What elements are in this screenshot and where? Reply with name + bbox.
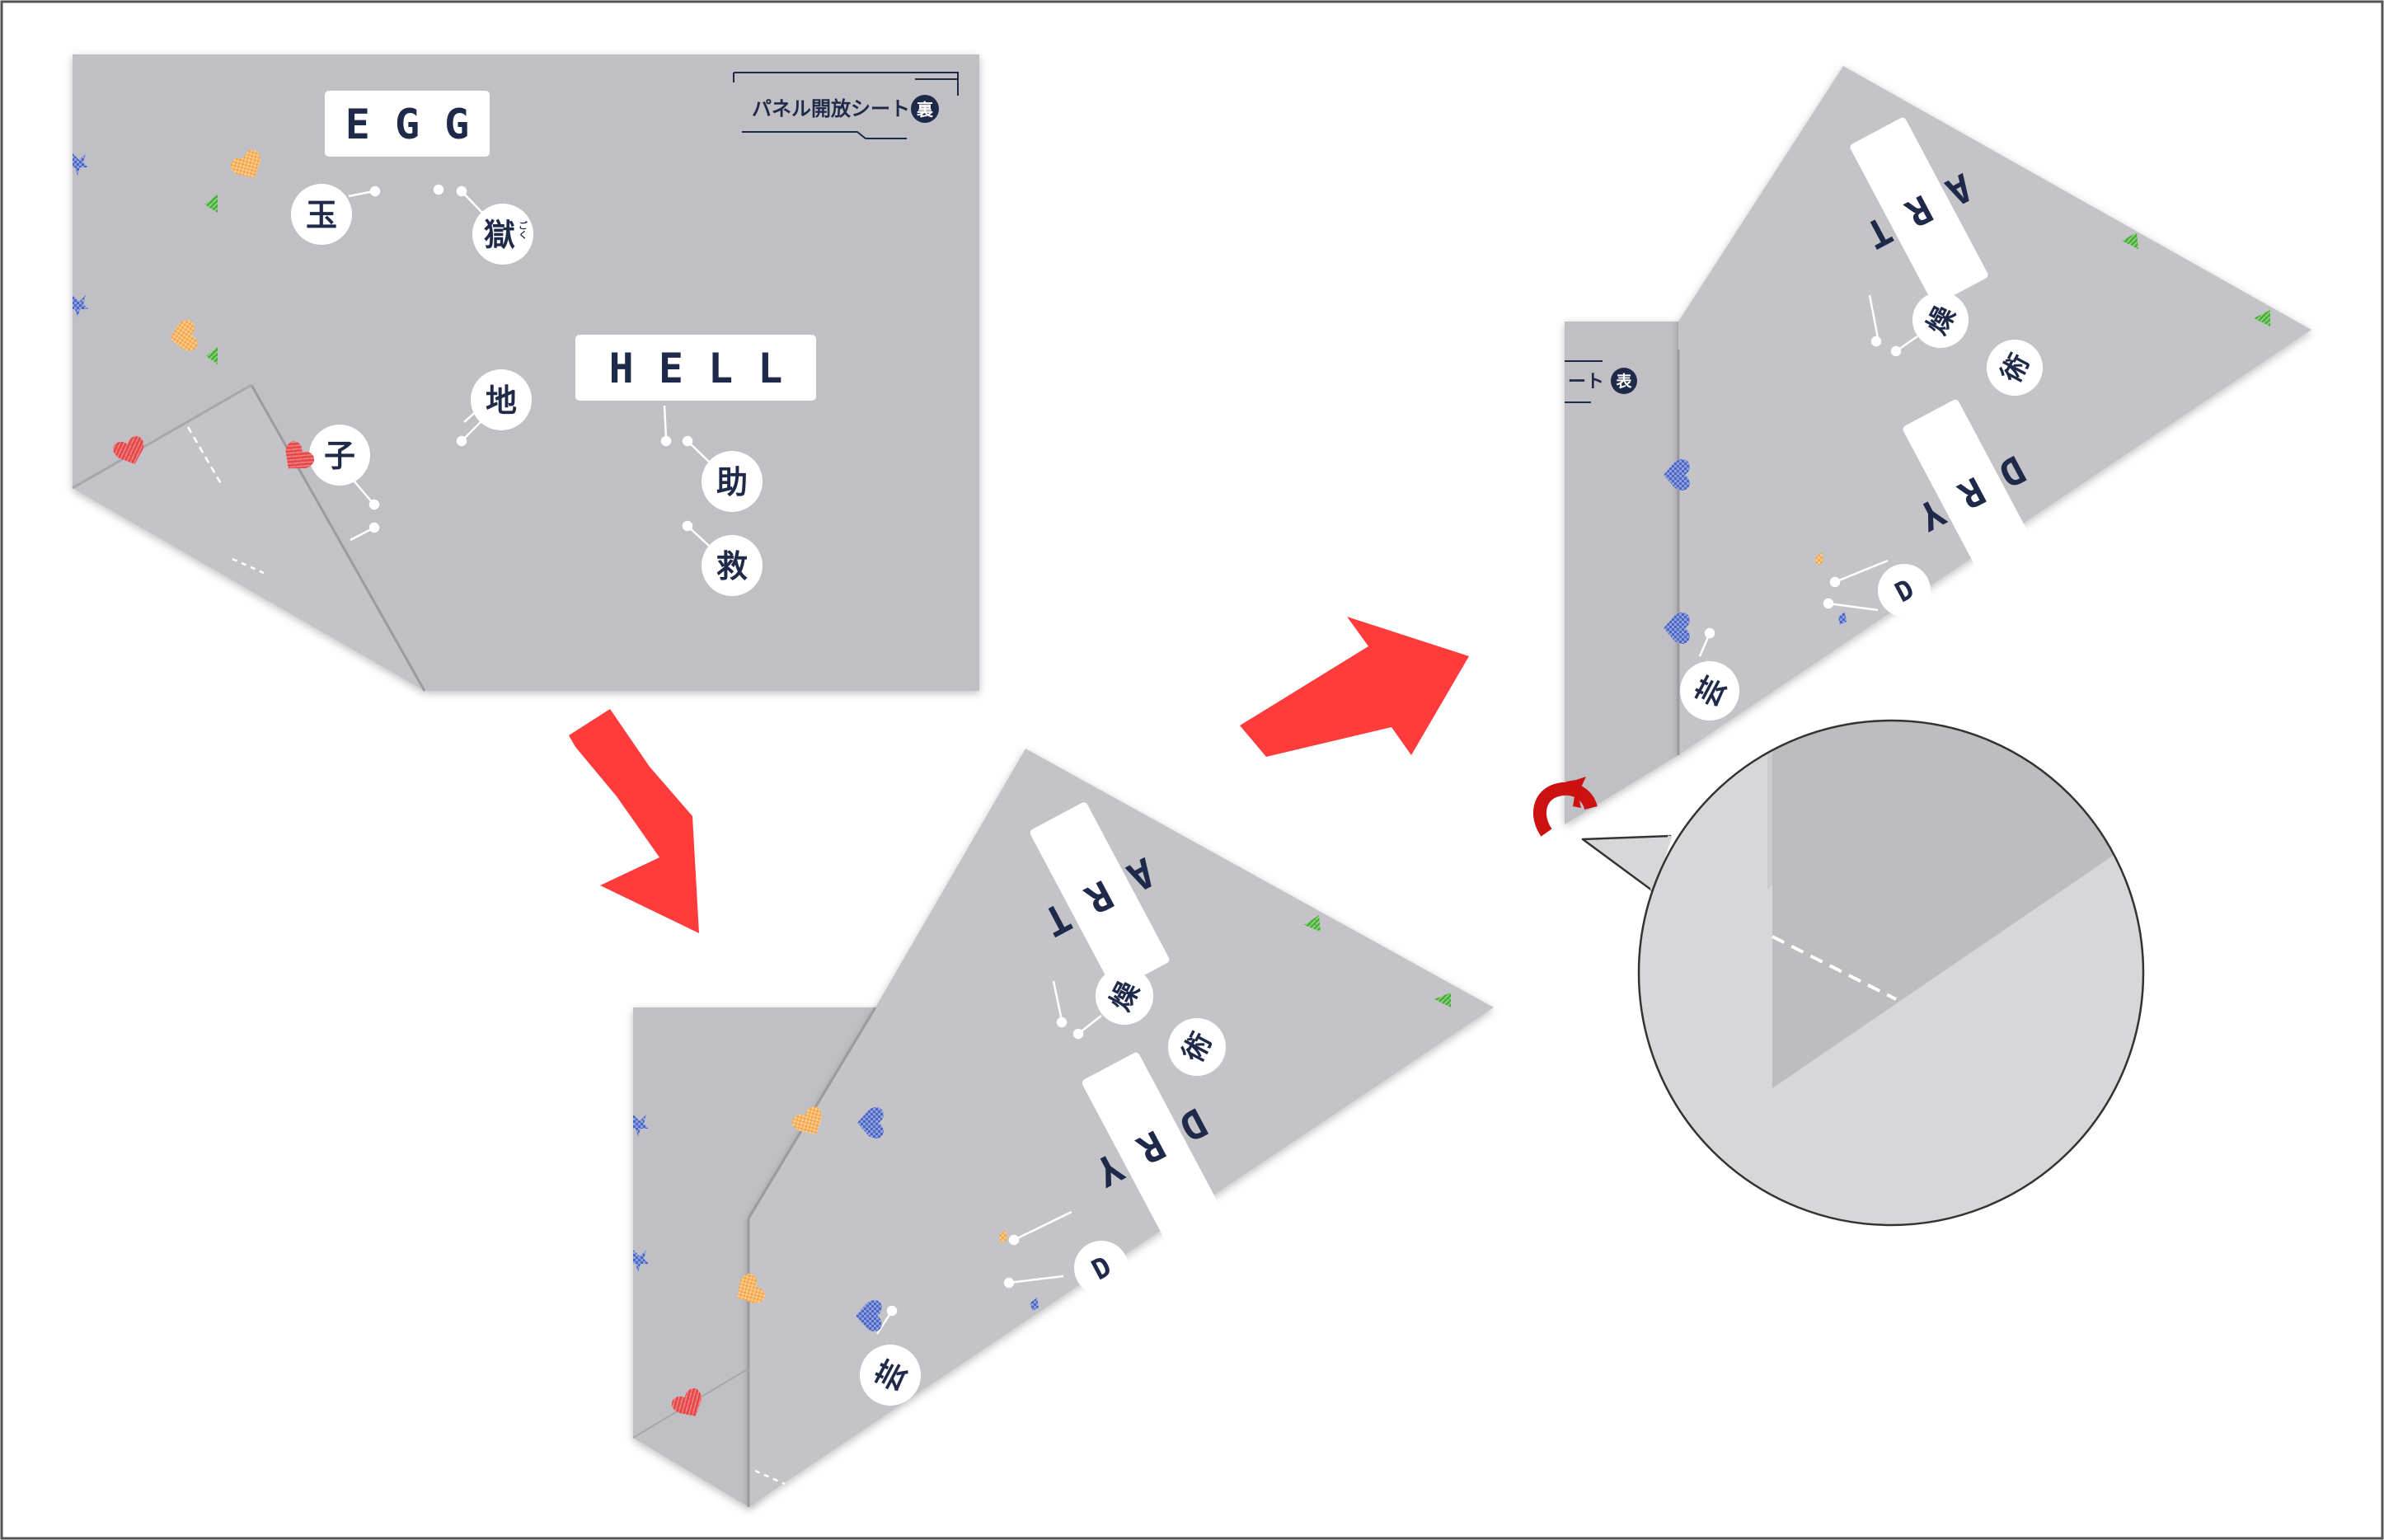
kanji-bubble-k3-3: D bbox=[1878, 564, 1931, 617]
step-3-sheet: ート 表 A R T D R Y 燥 術 D 芸 bbox=[1565, 66, 2311, 824]
heart-icon bbox=[1664, 613, 1690, 644]
triangle-icon bbox=[1434, 993, 1451, 1007]
sheet-badge-text: 裏 bbox=[916, 100, 934, 120]
heart-icon bbox=[671, 1388, 702, 1416]
heart-icon bbox=[737, 1273, 765, 1303]
word-panel-hell: H E L L bbox=[575, 335, 816, 401]
zoom-dashed-guide bbox=[1772, 935, 1897, 1001]
star-icon bbox=[633, 1115, 649, 1137]
kanji-bubble-kyu: 救 bbox=[702, 535, 763, 596]
kanji-bubble-goku: 獄ごく bbox=[472, 204, 533, 265]
step-1-sheet: パネル開放シート 裏 E G G H E L L 玉 獄ごく 地 子 助 bbox=[72, 54, 979, 692]
word-panel-art-2: A R T bbox=[1030, 802, 1170, 990]
kanji-bubble-jo: 助 bbox=[702, 451, 763, 512]
star-icon bbox=[1030, 1298, 1039, 1311]
kanji-bubble-k2-2: 術 bbox=[1168, 1018, 1226, 1076]
curl-arrow-icon bbox=[1533, 777, 1598, 837]
heart-icon bbox=[856, 1300, 882, 1331]
kanji-bubble-ko: 子 bbox=[309, 425, 370, 486]
triangle-icon bbox=[2254, 310, 2270, 326]
word-panel-egg: E G G bbox=[325, 91, 490, 157]
triangle-icon bbox=[204, 195, 218, 213]
kanji-bubble-k2-3: 術 bbox=[1987, 340, 2043, 396]
svg-text:地: 地 bbox=[486, 383, 517, 419]
fold-corner bbox=[73, 385, 425, 691]
kanji-bubble-chi: 地 bbox=[471, 369, 532, 430]
svg-text:助: 助 bbox=[716, 464, 748, 500]
star-icon bbox=[73, 295, 88, 317]
kanji-bubble-k1-2: 燥 bbox=[1096, 967, 1153, 1025]
heart-icon bbox=[1664, 459, 1690, 491]
triangle-icon bbox=[1304, 915, 1321, 932]
kanji-bubble-tama: 玉 bbox=[291, 184, 352, 245]
connector-lines-2 bbox=[875, 980, 1102, 1335]
kanji-bubble-k3-2: D bbox=[1074, 1241, 1129, 1295]
kanji-bubble-k1-3: 燥 bbox=[1912, 292, 1969, 348]
heart-icon bbox=[791, 1106, 822, 1134]
word-panel-dry-2: D R Y bbox=[1082, 1052, 1222, 1241]
svg-text:子: 子 bbox=[324, 438, 355, 474]
svg-text:獄: 獄 bbox=[484, 217, 515, 253]
connector-lines-3 bbox=[1698, 294, 1918, 657]
star-icon bbox=[1815, 552, 1823, 566]
word-egg: E G G bbox=[345, 101, 470, 148]
fold-edge bbox=[72, 383, 252, 490]
word-hell: H E L L bbox=[609, 345, 783, 392]
decorations-step2 bbox=[633, 915, 1451, 1416]
kanji-bubble-ki-3: 芸 bbox=[1680, 661, 1739, 721]
star-icon bbox=[73, 153, 88, 176]
fold-crease bbox=[250, 384, 426, 692]
sheet-badge bbox=[1611, 368, 1637, 394]
kanji-bubble-ki-2: 芸 bbox=[860, 1345, 921, 1406]
star-icon bbox=[999, 1230, 1007, 1243]
sheet-badge-text: 表 bbox=[1616, 372, 1632, 391]
zoom-sheet-corner bbox=[1772, 721, 2143, 1088]
svg-text:救: 救 bbox=[716, 548, 748, 585]
sheet-header: パネル開放シート 裏 bbox=[733, 72, 959, 139]
word-panel-dry-3: D R Y bbox=[1903, 399, 2041, 587]
heart-icon bbox=[857, 1107, 884, 1139]
sheet-front-strip bbox=[1565, 322, 1678, 824]
down-right-arrow-icon bbox=[569, 709, 699, 933]
sheet-badge bbox=[911, 95, 939, 123]
sheet-header-line bbox=[1565, 360, 1603, 403]
heart-icon bbox=[170, 319, 198, 351]
svg-text:玉: 玉 bbox=[306, 197, 337, 233]
heart-icon bbox=[230, 149, 260, 178]
zoom-callout bbox=[1581, 719, 2145, 1227]
triangle-icon bbox=[206, 346, 218, 364]
decorations-step1 bbox=[73, 149, 315, 469]
star-icon bbox=[633, 1250, 649, 1272]
sheet-title: パネル開放シート bbox=[752, 97, 910, 120]
decorations-step3 bbox=[1664, 232, 2270, 644]
triangle-icon bbox=[2122, 232, 2138, 249]
up-right-arrow-icon bbox=[1240, 617, 1469, 757]
word-panel-art-3: A R T bbox=[1850, 117, 1988, 305]
heart-icon bbox=[285, 441, 315, 469]
heart-icon bbox=[113, 436, 144, 465]
sheet-title-fragment: ート bbox=[1568, 372, 1604, 392]
step-2-sheet: A R T D R Y 燥 術 D 芸 bbox=[632, 749, 1494, 1507]
star-icon bbox=[1838, 612, 1847, 625]
svg-text:ごく: ごく bbox=[518, 220, 528, 239]
